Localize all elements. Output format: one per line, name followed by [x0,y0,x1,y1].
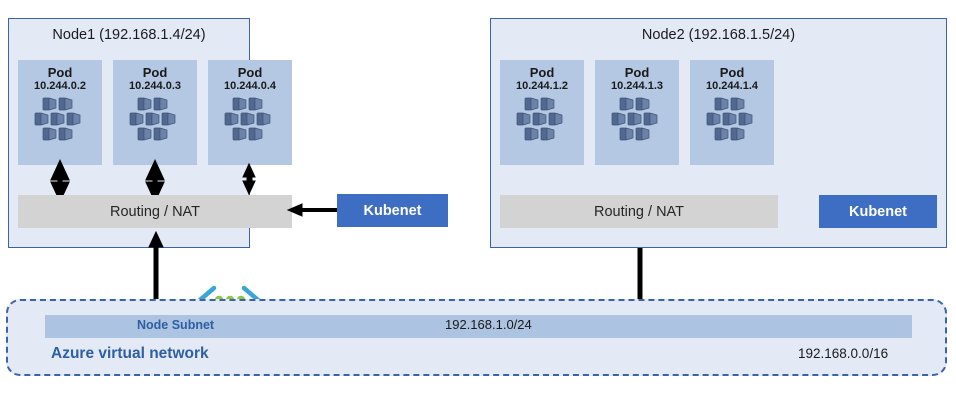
pod-label: Pod [237,65,263,80]
kubenet-label: Kubenet [849,203,907,220]
pod-ip: 10.244.0.2 [34,79,86,92]
pod-box-node1-1: Pod 10.244.0.2 [18,60,102,165]
routing-nat-bar-node2: Routing / NAT [500,195,778,228]
pod-label: Pod [47,65,73,80]
pod-box-node2-1: Pod 10.244.1.2 [500,60,584,165]
node-subnet-bar: Node Subnet 192.168.1.0/24 [45,315,912,338]
pod-ip: 10.244.1.2 [516,79,568,92]
azure-vnet-cidr: 192.168.0.0/16 [798,346,889,361]
pod-cluster-icon [34,97,81,141]
node-title-node2: Node2 (192.168.1.5/24) [641,27,796,43]
node-box-node2: Node2 (192.168.1.5/24) Pod 10.244.1.2 Po… [490,18,947,248]
node-subnet-cidr: 192.168.1.0/24 [445,317,532,332]
pod-ip: 10.244.1.4 [706,79,758,92]
pod-box-node1-2: Pod 10.244.0.3 [113,60,197,165]
node-box-node1: Node1 (192.168.1.4/24) Pod 10.244.0.2 Po… [8,18,292,248]
routing-nat-label: Routing / NAT [110,203,200,220]
pod-box-node1-3: Pod 10.244.0.4 [208,60,292,165]
pod-ip: 10.244.0.3 [129,79,181,92]
pod-box-node2-2: Pod 10.244.1.3 [595,60,679,165]
pod-label: Pod [719,65,745,80]
pod-box-node2-3: Pod 10.244.1.4 [690,60,774,165]
routing-nat-label: Routing / NAT [594,203,684,220]
pod-cluster-icon [129,97,176,141]
pod-cluster-icon [516,97,563,141]
routing-nat-bar-node1: Routing / NAT [18,195,292,228]
kubenet-label: Kubenet [363,202,422,219]
kubenet-box-node2: Kubenet [819,195,937,228]
pod-cluster-icon [224,97,271,141]
azure-vnet-label: Azure virtual network [51,345,209,362]
node-title-node1: Node1 (192.168.1.4/24) [52,27,206,43]
pod-label: Pod [624,65,650,80]
pod-ip: 10.244.0.4 [224,79,276,92]
pod-label: Pod [142,65,168,80]
azure-vnet-box: Node Subnet 192.168.1.0/24 Azure virtual… [6,299,947,376]
node-subnet-label: Node Subnet [137,318,215,332]
pod-cluster-icon [706,97,753,141]
pod-ip: 10.244.1.3 [611,79,663,92]
pod-routing-arrows-node1 [50,159,253,203]
kubenet-box-node1: Kubenet [337,194,448,227]
pod-cluster-icon [611,97,658,141]
pod-label: Pod [529,65,555,80]
